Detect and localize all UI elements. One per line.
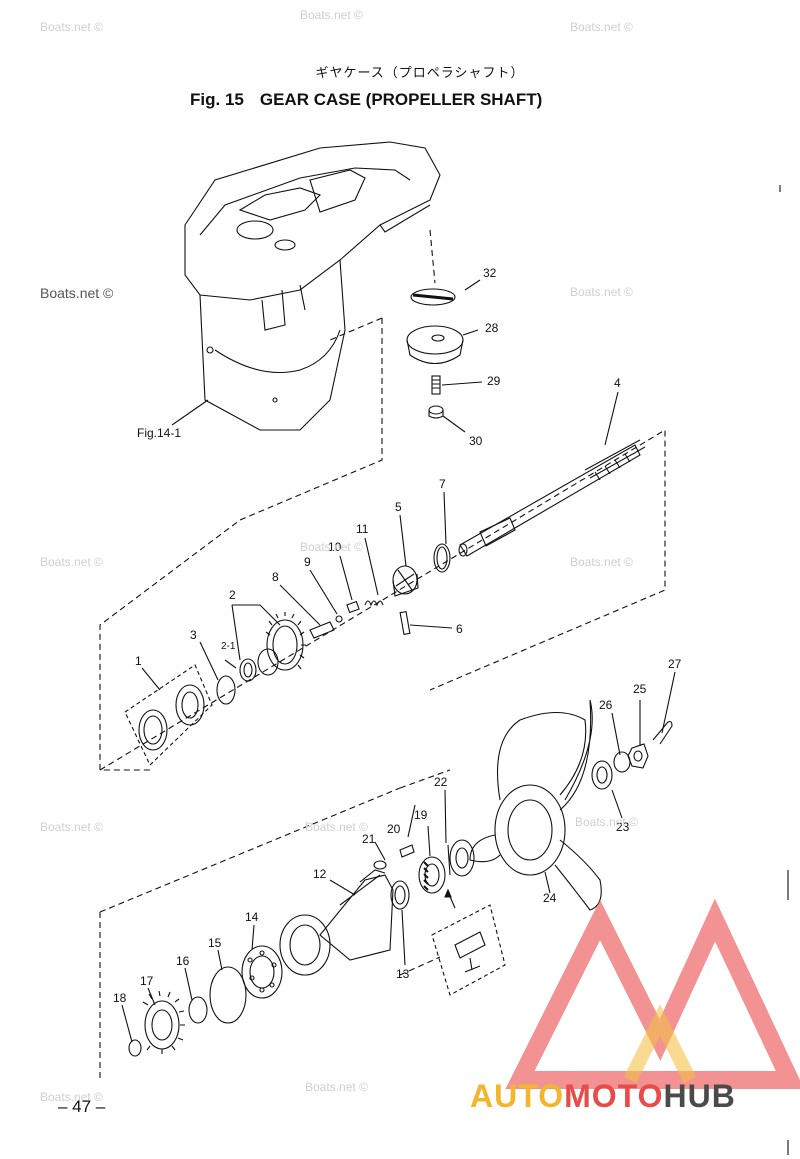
part-label: 3 — [190, 628, 197, 642]
part-6-pin — [399, 611, 411, 635]
part-label: 1 — [135, 654, 142, 668]
part-label: 6 — [456, 622, 463, 636]
watermark: Boats.net © — [40, 820, 103, 834]
watermark: Boats.net © — [305, 820, 368, 834]
watermark: Boats.net © — [305, 1080, 368, 1094]
part-label: 19 — [414, 808, 428, 822]
part-label: 2-1 — [221, 641, 236, 652]
part-label: 8 — [272, 570, 279, 584]
watermark: Boats.net © — [40, 555, 103, 569]
brand-wordmark: AUTOMOTOHUB — [470, 1078, 736, 1115]
watermark: Boats.net © — [575, 815, 638, 829]
watermark: Boats.net © — [40, 285, 114, 301]
part-17-forward-gear — [142, 990, 185, 1054]
part-7-ring — [433, 543, 451, 573]
part-label: 24 — [543, 891, 557, 905]
watermark: Boats.net © — [570, 555, 633, 569]
part-10 — [346, 600, 360, 614]
part-2-reverse-gear — [257, 612, 306, 676]
part-21-washer — [373, 860, 387, 870]
part-label: 21 — [362, 832, 376, 846]
figure-title: GEAR CASE (PROPELLER SHAFT) — [259, 90, 543, 109]
part-label: 15 — [208, 936, 222, 950]
part-label: 25 — [633, 682, 647, 696]
part-1-bearing — [138, 684, 205, 751]
part-label: 12 — [313, 867, 327, 881]
part-11-spring — [364, 600, 384, 607]
part-label: 14 — [245, 910, 259, 924]
part-27-cotter-pin — [652, 720, 673, 745]
part-label: 17 — [140, 974, 154, 988]
part-25-nut — [627, 743, 649, 769]
part-26-washer — [613, 751, 631, 773]
brand-logo — [505, 898, 800, 1089]
part-label: 18 — [113, 991, 127, 1005]
part-label: 11 — [356, 522, 369, 536]
part-9-ball — [335, 615, 343, 623]
watermark: Boats.net © — [300, 540, 363, 554]
part-label: 10 — [328, 540, 342, 554]
part-29-bolt — [431, 375, 441, 395]
watermark: Boats.net © — [570, 285, 633, 299]
part-label: 5 — [395, 500, 402, 514]
part-label: 28 — [485, 321, 499, 335]
part-23-spacer — [591, 760, 613, 790]
gear-case-housing — [184, 141, 441, 431]
part-22-thrust-holder — [447, 839, 475, 877]
part-28-anode — [406, 325, 464, 365]
part-label: 2 — [229, 588, 236, 602]
watermark: Boats.net © — [40, 20, 103, 34]
part-20-bolt — [399, 844, 415, 858]
watermark: Boats.net © — [570, 20, 633, 34]
part-label: 13 — [396, 967, 410, 981]
part-32-shim — [410, 288, 456, 306]
page-number: – 47 – — [58, 1097, 106, 1116]
watermark: Boats.net © — [300, 8, 363, 22]
part-label: 9 — [304, 555, 311, 569]
part-4-propeller-shaft — [458, 439, 646, 557]
reference-label: Fig.14-1 — [137, 426, 182, 440]
figure-number: Fig. 15 — [190, 90, 244, 109]
page-title: Fig. 15 GEAR CASE (PROPELLER SHAFT) — [190, 90, 542, 110]
part-label: 16 — [176, 954, 190, 968]
part-24-propeller — [469, 699, 602, 911]
part-18-shim — [128, 1039, 142, 1057]
part-label: 30 — [469, 434, 483, 448]
watermark: Boats.net © — [40, 1090, 103, 1104]
part-label: 20 — [387, 822, 401, 836]
part-15-o-ring — [209, 966, 247, 1024]
part-label: 23 — [616, 820, 630, 834]
part-label: 22 — [434, 775, 448, 789]
part-label: 7 — [439, 477, 446, 491]
part-8-pin — [309, 621, 335, 639]
part-30-washer — [428, 405, 444, 419]
part-2-1-bushing — [239, 658, 257, 682]
part-12-bearing-housing — [279, 869, 394, 976]
subtitle-japanese: ギヤケース（プロペラシャフト） — [315, 66, 525, 81]
part-14-ball-bearing — [241, 945, 283, 999]
brand-part-auto: AUTO — [470, 1078, 565, 1114]
part-label: 32 — [483, 266, 497, 280]
part-3-shim — [216, 675, 236, 705]
part-label: 26 — [599, 698, 613, 712]
part-13-bushing — [390, 880, 410, 910]
brand-part-moto: MOTO — [564, 1078, 664, 1114]
brand-part-hub: HUB — [663, 1078, 736, 1114]
part-label: 27 — [668, 657, 682, 671]
part-5-clutch — [392, 565, 419, 597]
part-19-needle-bearing — [418, 856, 446, 894]
part-label: 29 — [487, 374, 501, 388]
part-16-shim — [188, 996, 208, 1024]
part-label: 4 — [614, 376, 621, 390]
